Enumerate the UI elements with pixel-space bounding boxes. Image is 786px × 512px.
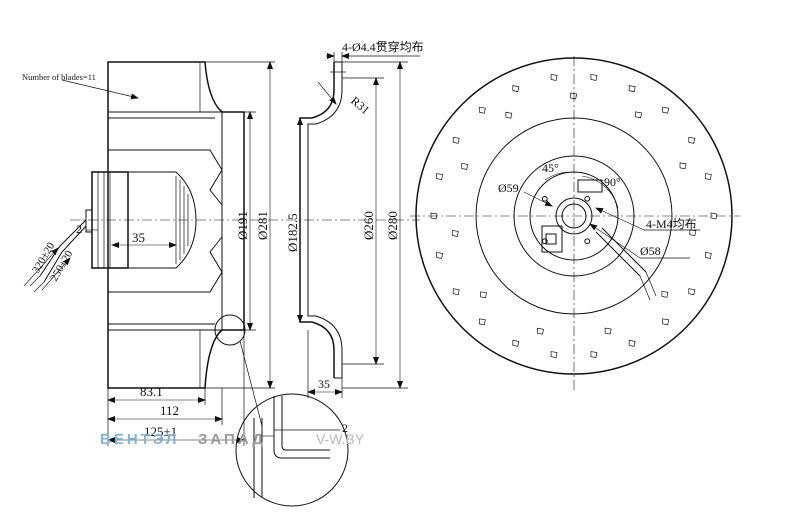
blades-note: Number of blades=11 xyxy=(22,72,96,82)
dim-125: 125±1 xyxy=(144,424,177,439)
blade-slot xyxy=(662,318,670,326)
side-view: Number of blades=11 2 320±20 250±20 35 Ø… xyxy=(22,61,420,446)
front-cable xyxy=(595,231,641,277)
watermark-part1: ВЕНТЭЛ xyxy=(100,431,179,448)
blade-slot xyxy=(550,74,558,81)
dim-191: Ø191 xyxy=(235,211,250,240)
blade-slot xyxy=(661,290,669,298)
hub-bore-outer xyxy=(555,197,593,235)
dim-35-side: 35 xyxy=(132,230,145,245)
dim-35-section: 35 xyxy=(318,377,330,391)
dim-83: 83.1 xyxy=(140,384,163,399)
front-view: 45° 90° Ø59 Ø58 4-M4均布 xyxy=(410,56,740,390)
blade-slot xyxy=(688,288,696,296)
blade-slot xyxy=(590,351,598,358)
blade-slot xyxy=(628,85,636,93)
blade-slot xyxy=(478,318,486,326)
dim-58: Ø58 xyxy=(640,244,661,258)
blade-slot xyxy=(452,288,460,296)
dim-59: Ø59 xyxy=(498,181,519,195)
angle-90: 90° xyxy=(604,175,621,189)
outer-disc xyxy=(415,57,733,375)
blade-slot xyxy=(570,92,578,100)
dim-281: Ø281 xyxy=(255,211,270,240)
blade-slot xyxy=(452,136,460,144)
holes-note: 4-Ø4.4贯穿均布 xyxy=(342,39,424,54)
blade-slots xyxy=(430,74,718,358)
watermark-part2: ЗАПАД xyxy=(198,431,266,448)
blade-slot xyxy=(679,162,687,170)
dim-280: Ø280 xyxy=(385,211,400,240)
blade-slot xyxy=(662,106,670,114)
gap-label: 2 xyxy=(76,222,82,236)
blade-slot xyxy=(436,252,444,259)
radius-label: R31 xyxy=(348,94,372,118)
mount-hole xyxy=(584,238,591,245)
blade-slot xyxy=(704,252,712,259)
blade-slot xyxy=(537,327,544,335)
blade-slot xyxy=(512,339,520,347)
blade-slot xyxy=(710,212,718,220)
inlet-circle xyxy=(475,117,673,315)
blade-slot xyxy=(512,85,520,93)
blade-slot xyxy=(704,173,712,180)
tapped-holes-note: 4-M4均布 xyxy=(646,217,697,231)
blade-slot xyxy=(635,111,643,119)
blade-slot xyxy=(689,229,697,237)
section-view: 4-Ø4.4贯穿均布 R31 Ø182.5 Ø260 Ø280 35 xyxy=(285,39,424,398)
blade-slot xyxy=(436,173,444,180)
mount-hole xyxy=(541,238,548,245)
mount-hole xyxy=(541,195,548,202)
detail-circle xyxy=(214,314,246,346)
blade-slot xyxy=(478,106,486,114)
hub-bore-inner xyxy=(561,203,587,229)
blade-slot xyxy=(461,163,469,170)
angle-45: 45° xyxy=(542,161,559,175)
rotor-circle xyxy=(513,155,635,277)
blade-slot xyxy=(550,351,558,358)
detail-gap-label: 2 xyxy=(342,421,348,435)
blade-slot xyxy=(480,291,487,299)
blade-slot xyxy=(628,339,636,347)
watermark-part3: V-W.BY xyxy=(316,431,365,447)
power-cable xyxy=(39,219,87,277)
watermark: ВЕНТЭЛ ЗАПАД V-W.BY xyxy=(100,431,365,448)
dim-112: 112 xyxy=(160,403,179,418)
blade-slot xyxy=(590,74,598,81)
cable-gland xyxy=(85,209,93,233)
dim-260: Ø260 xyxy=(361,211,376,240)
blade-slot xyxy=(451,229,459,237)
blade-slot xyxy=(604,327,612,335)
mount-holes xyxy=(541,195,591,245)
mount-hole xyxy=(584,195,591,202)
blade-slot xyxy=(688,136,696,144)
detail-view: 2 xyxy=(235,393,349,507)
blade-slot xyxy=(430,212,438,220)
dim-1825: Ø182.5 xyxy=(285,213,300,252)
blade-slot xyxy=(505,111,513,119)
connector-block xyxy=(541,225,563,253)
